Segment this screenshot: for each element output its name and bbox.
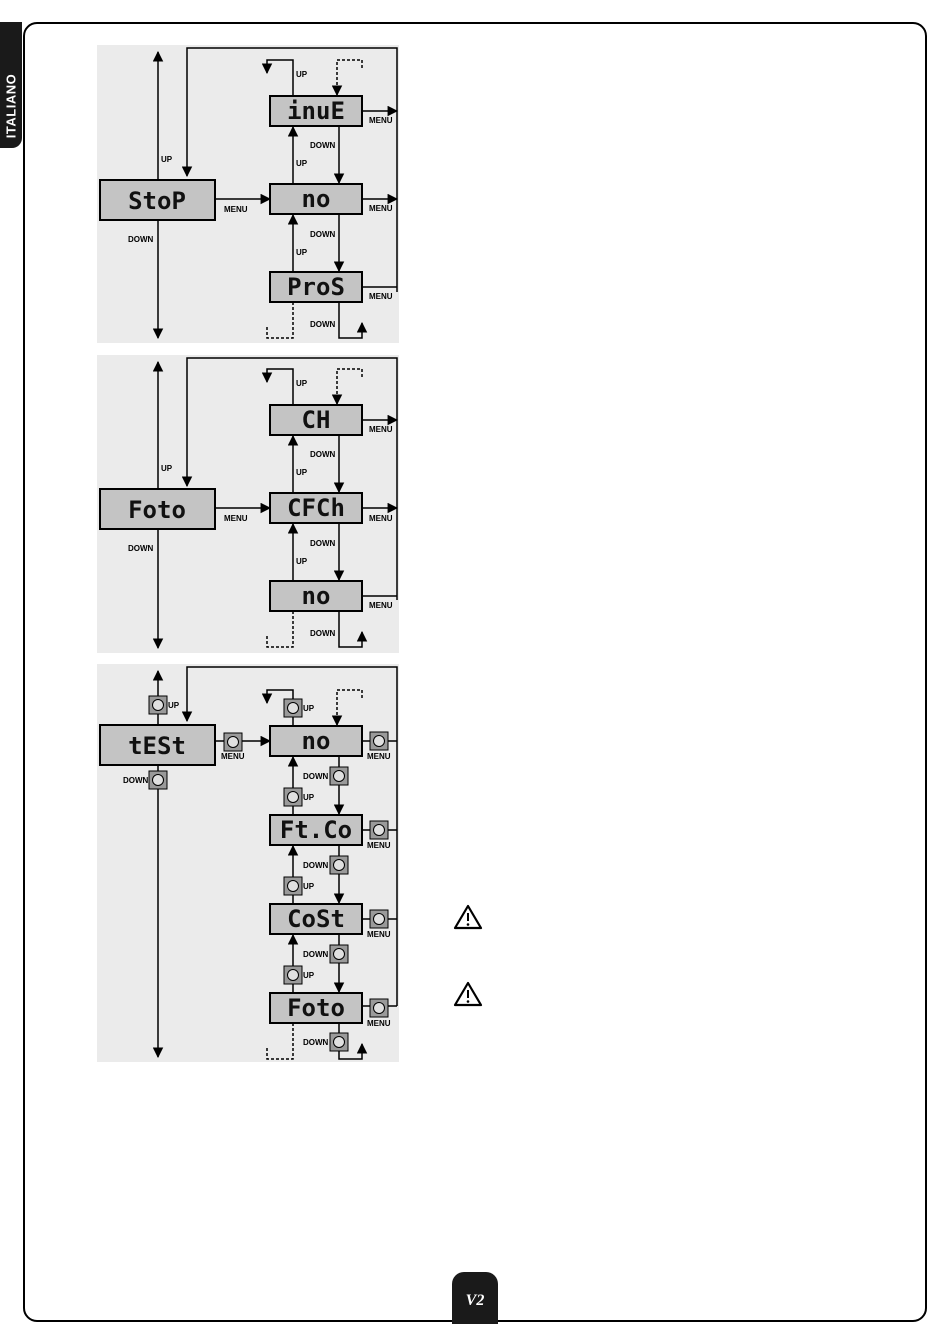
up-button-icon [288,881,299,892]
down-label: DOWN [303,772,329,781]
page-tab: V2 [452,1272,498,1324]
down-label: DOWN [303,861,329,870]
menu-label: MENU [221,752,245,761]
submenu-text-2: no [302,185,331,213]
submenu-text-3: no [302,582,331,610]
down-label: DOWN [310,141,336,150]
menu-label: MENU [224,514,248,523]
up-label: UP [296,70,308,79]
down-label: DOWN [303,1038,329,1047]
menu-label: MENU [369,292,393,301]
menu-button-icon [374,825,385,836]
up-label: UP [296,468,308,477]
down-label: DOWN [310,539,336,548]
menu-button-icon [374,736,385,747]
submenu-text-3: ProS [287,273,345,301]
menu-label: MENU [367,752,391,761]
up-label: UP [161,464,173,473]
menu-label: MENU [367,841,391,850]
menu-button-icon [374,1003,385,1014]
menu-label: MENU [224,205,248,214]
up-label: UP [168,701,180,710]
up-button-icon [153,700,164,711]
menu-label: MENU [367,930,391,939]
submenu-text-4: Foto [287,994,345,1022]
submenu-text-1: inuE [287,97,345,125]
submenu-text-3: CoSt [287,905,345,933]
up-button-icon [288,970,299,981]
menu-label: MENU [367,1019,391,1028]
submenu-text-1: no [302,727,331,755]
up-label: UP [303,882,315,891]
main-display-text: Foto [128,496,186,524]
submenu-text-2: CFCh [287,494,345,522]
up-label: UP [296,379,308,388]
menu-button-icon [228,737,239,748]
down-label: DOWN [310,230,336,239]
page-mark: V2 [452,1292,498,1310]
main-display-text: tESt [128,732,186,760]
down-button-icon [334,1037,345,1048]
menu-label: MENU [369,204,393,213]
warning-icon [455,906,481,928]
down-label: DOWN [123,776,149,785]
down-label: DOWN [128,235,154,244]
down-label: DOWN [303,950,329,959]
up-label: UP [303,704,315,713]
menu-label: MENU [369,601,393,610]
menu-label: MENU [369,425,393,434]
up-label: UP [303,971,315,980]
down-label: DOWN [310,320,336,329]
up-button-icon [288,703,299,714]
diagram-test: tESt UP DOWN MENU no Ft.Co CoSt Foto MEN… [97,664,399,1062]
up-label: UP [296,557,308,566]
diagram-foto: Foto UP DOWN MENU CH CFCh no MENU MENU M… [97,355,399,653]
diagram-stop: StoP UP DOWN MENU inuE no ProS MENU MENU… [97,45,399,343]
up-button-icon [288,792,299,803]
main-display-text: StoP [128,187,186,215]
down-button-icon [334,949,345,960]
up-label: UP [161,155,173,164]
down-button-icon [334,860,345,871]
submenu-text-2: Ft.Co [280,816,352,844]
down-button-icon [334,771,345,782]
menu-button-icon [374,914,385,925]
up-label: UP [296,159,308,168]
menu-label: MENU [369,116,393,125]
down-label: DOWN [128,544,154,553]
down-label: DOWN [310,450,336,459]
up-label: UP [303,793,315,802]
menu-label: MENU [369,514,393,523]
down-label: DOWN [310,629,336,638]
warning-icon [455,983,481,1005]
submenu-text-1: CH [302,406,331,434]
up-label: UP [296,248,308,257]
down-button-icon [153,775,164,786]
